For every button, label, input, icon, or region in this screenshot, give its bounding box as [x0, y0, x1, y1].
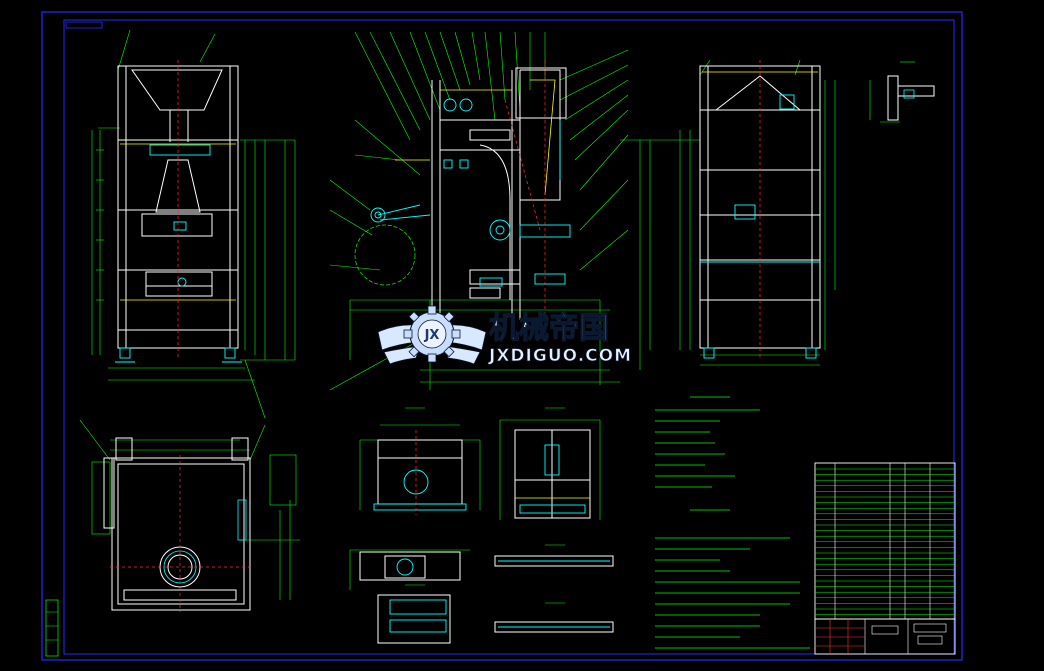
side-section-view	[329, 31, 650, 391]
front-view	[91, 29, 296, 419]
sheet-border	[41, 11, 963, 661]
right-view	[649, 59, 836, 366]
section-a-view	[359, 407, 481, 515]
parts-list-table	[814, 462, 956, 620]
detail-view	[869, 61, 935, 123]
section-b-view	[499, 407, 601, 520]
watermark-logo-text: JX	[424, 328, 440, 343]
tech-requirements-notes	[655, 509, 810, 649]
title-block	[814, 618, 956, 655]
section-c-view	[349, 549, 470, 644]
watermark: JX 机械帝国 JXDIGUO.COM	[377, 305, 632, 366]
tech-spec-notes	[655, 396, 760, 488]
plan-view	[79, 419, 300, 612]
watermark-gear-icon	[403, 305, 461, 363]
watermark-chinese-text: 机械帝国	[489, 311, 609, 346]
section-d-view	[494, 544, 614, 633]
watermark-english-text: JXDIGUO.COM	[488, 346, 632, 366]
